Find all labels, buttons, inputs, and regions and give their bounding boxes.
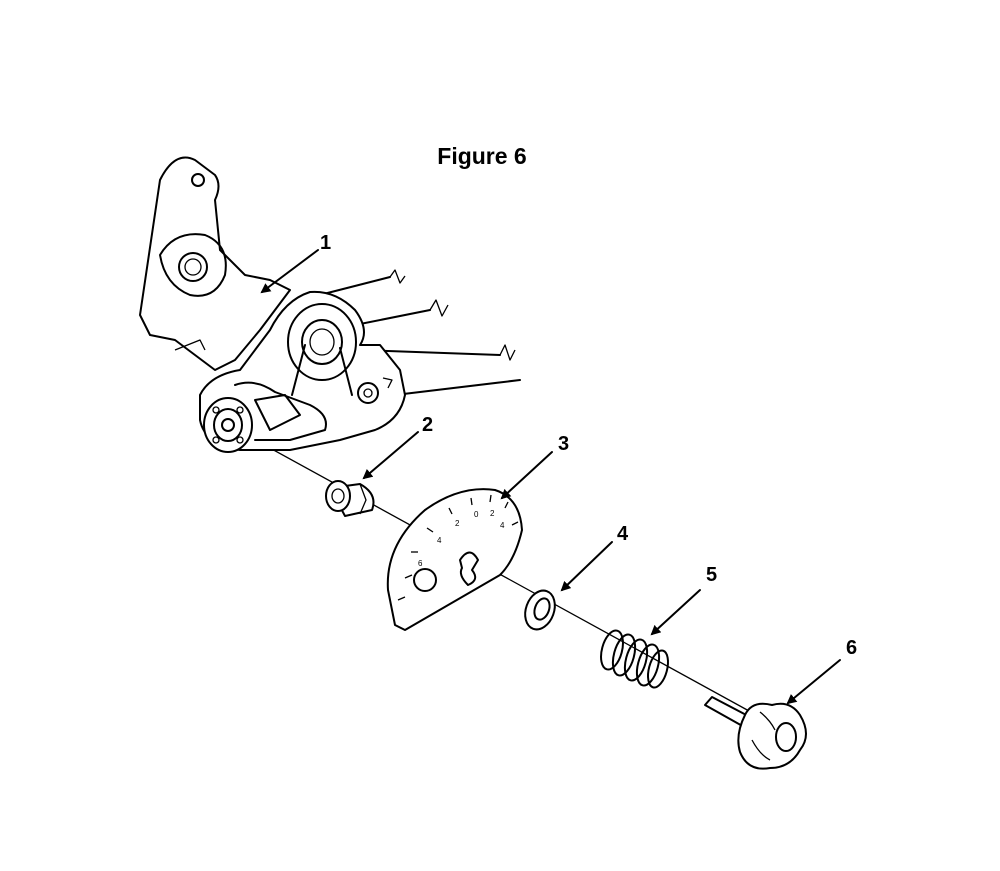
scale-tick-label: 2: [455, 519, 460, 528]
scale-tick-label: 2: [490, 509, 495, 518]
leader-arrow-6: [786, 659, 841, 705]
scale-tick-label: 0: [474, 510, 479, 519]
callout-1: 1: [320, 232, 331, 254]
callout-5: 5: [706, 564, 717, 586]
scale-tick-labels: 6 4 2 0 2 4: [418, 509, 505, 568]
leader-arrows: [260, 249, 841, 705]
part-1-bracket-housing: [139, 156, 521, 453]
leader-arrow-2: [362, 431, 419, 480]
part-3-scale-plate: 6 4 2 0 2 4: [386, 488, 523, 631]
callout-numbers: 1 2 3 4 5 6: [320, 232, 857, 659]
callout-2: 2: [422, 414, 433, 436]
leader-arrow-3: [500, 451, 553, 500]
figure-title: Figure 6: [437, 143, 527, 169]
scale-ticks: [397, 494, 519, 601]
part-2-bushing: [325, 480, 375, 517]
part-4-washer: [524, 589, 556, 631]
scale-tick-label: 4: [500, 521, 505, 530]
callout-3: 3: [558, 433, 569, 455]
leader-arrow-5: [650, 589, 701, 636]
part-6-knob: [704, 696, 807, 770]
scale-tick-label: 4: [437, 536, 442, 545]
leader-arrow-4: [560, 541, 613, 592]
leader-arrow-1: [260, 249, 319, 294]
callout-4: 4: [617, 523, 629, 545]
scale-tick-label: 6: [418, 559, 423, 568]
callout-6: 6: [846, 637, 857, 659]
part-5-spring: [600, 629, 669, 689]
